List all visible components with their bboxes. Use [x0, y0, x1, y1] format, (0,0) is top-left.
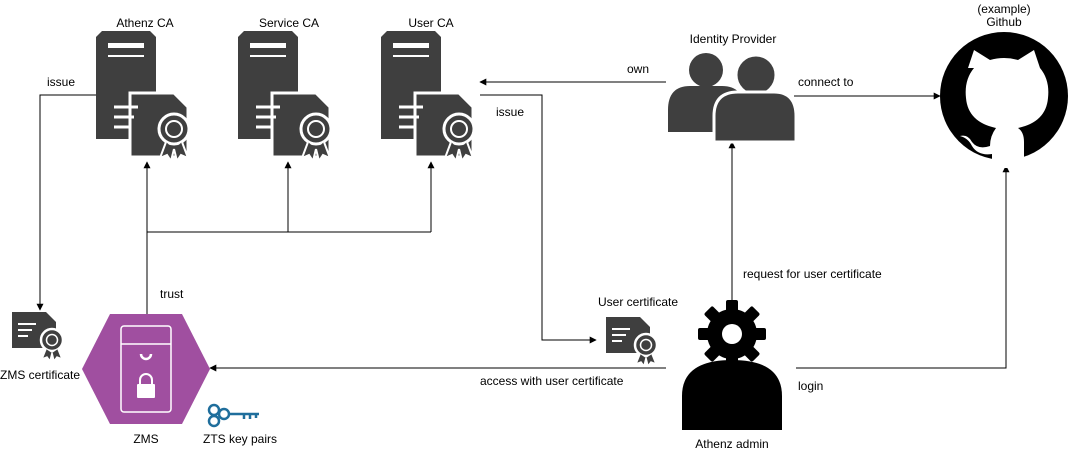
identity-provider-node: Identity Provider	[668, 32, 798, 144]
edge-issue-zms	[36, 94, 96, 311]
service-ca-label: Service CA	[259, 16, 319, 30]
athenz-admin-label: Athenz admin	[695, 437, 768, 451]
edge-label-trust: trust	[160, 287, 184, 301]
users-icon	[668, 53, 798, 144]
locked-server-icon	[120, 325, 172, 413]
edge-label-issue-user: issue	[496, 105, 524, 119]
zts-key-pairs-node: ZTS key pairs	[203, 403, 277, 446]
athenz-admin-node: Athenz admin	[682, 300, 782, 451]
athenz-ca-node: Athenz CA	[96, 16, 191, 161]
service-ca-node: Service CA	[238, 16, 333, 161]
key-icon	[207, 403, 259, 428]
edge-label-access: access with user certificate	[480, 374, 624, 388]
edge-label-issue-zms: issue	[47, 75, 75, 89]
zts-key-pairs-label: ZTS key pairs	[203, 432, 277, 446]
server-certificate-icon	[96, 31, 191, 161]
edge-label-login: login	[798, 379, 823, 393]
server-certificate-icon	[381, 31, 476, 161]
edge-label-own: own	[627, 62, 649, 76]
user-ca-label: User CA	[408, 16, 453, 30]
identity-provider-label: Identity Provider	[690, 32, 777, 46]
edge-label-connect-to: connect to	[798, 75, 854, 89]
admin-user-icon	[682, 360, 782, 430]
user-certificate-label: User certificate	[598, 295, 678, 309]
athenz-ca-label: Athenz CA	[116, 16, 173, 30]
certificate-icon	[604, 315, 659, 365]
edge-issue-user	[480, 94, 597, 344]
gear-icon	[698, 300, 766, 368]
server-certificate-icon	[238, 31, 333, 161]
certificate-icon	[10, 310, 65, 360]
github-example-label: (example)	[977, 2, 1030, 16]
github-label: Github	[986, 15, 1022, 29]
github-icon	[940, 32, 1068, 168]
zms-certificate-node: ZMS certificate	[0, 310, 80, 382]
zms-label: ZMS	[133, 432, 158, 446]
zms-node: ZMS	[82, 314, 210, 446]
user-ca-node: User CA	[381, 16, 476, 161]
zms-certificate-label: ZMS certificate	[0, 368, 80, 382]
user-certificate-node: User certificate	[598, 295, 678, 365]
zms-hexagon	[82, 314, 210, 424]
edge-label-request-user-cert: request for user certificate	[743, 267, 882, 281]
edge-login	[796, 165, 1010, 369]
github-node: (example) Github	[940, 2, 1068, 168]
